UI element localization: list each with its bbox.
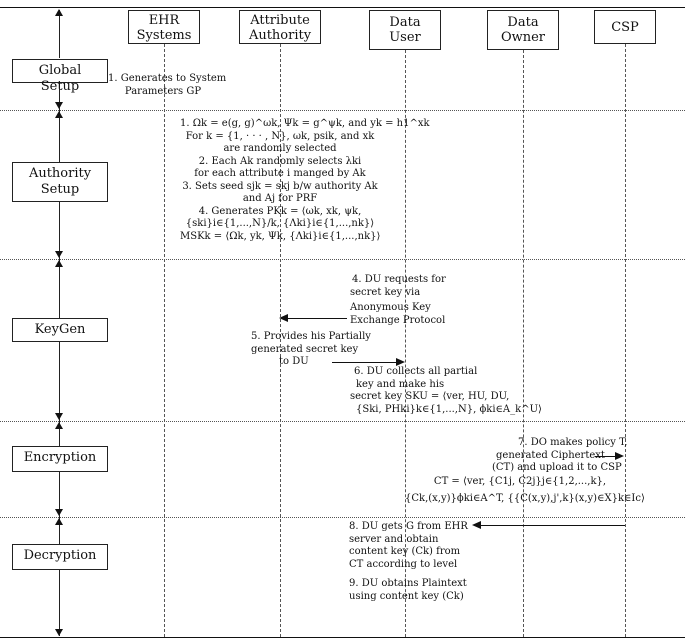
step-line: to DU [279, 356, 309, 367]
phase-separator [0, 110, 685, 111]
step-line: (CT) and upload it to CSP [492, 462, 622, 473]
timeline-axis [59, 570, 60, 636]
step-line: For k = {1, · · · , N}, ωk, psik, and xk [185, 130, 375, 142]
axis-arrow-down [55, 629, 63, 636]
participant-csp: CSP [594, 10, 656, 44]
step-line: generated Ciphertext [496, 449, 605, 461]
arrow-head [396, 358, 405, 366]
participant-data-owner: Data Owner [487, 10, 559, 50]
axis-arrow-down [55, 509, 63, 516]
step-line: Exchange Protocol [350, 314, 446, 326]
arrow-authority-to-du [332, 362, 398, 363]
step-line: 5. Provides his Partially [251, 331, 371, 342]
step-6-text: 6. DU collects all partial key and make … [350, 366, 542, 416]
step-line: 4. Generates PKk = ⟨ωk, xk, ψk, [198, 205, 362, 217]
step-line: Anonymous Key [350, 302, 431, 313]
phase-separator [0, 421, 685, 422]
phase-keygen: KeyGen [12, 318, 108, 342]
step-line: and Aj for PRF [242, 193, 318, 204]
step-5-text: 5. Provides his Partially generated secr… [251, 331, 381, 369]
step-8-text: 8. DU gets G from EHR server and obtain … [349, 521, 479, 571]
arrow-csp-to-du [480, 525, 625, 526]
step-line: 2. Each Ak randomly selects λki [198, 155, 362, 167]
step-line: 7. DO makes policy T, [518, 437, 628, 448]
step-line: are randomly selected [223, 143, 337, 154]
step-7-text: 7. DO makes policy T, generated Cipherte… [492, 437, 642, 475]
timeline-axis [59, 342, 60, 446]
timeline-axis [59, 10, 60, 58]
step-line: 1. Generates to System [108, 73, 227, 84]
timeline-axis [59, 200, 60, 318]
axis-arrow-up [55, 9, 63, 16]
step-line: content key (Ck) from [349, 546, 461, 557]
step-1-text: 1. Generates to System Parameters GP [108, 73, 227, 98]
participant-data-user: Data User [369, 10, 441, 50]
participant-ehr-systems: EHR Systems [128, 10, 200, 44]
step-line: CT = ⟨ver, {C1j, C2j}j∈{1,2,...,k}, [433, 476, 607, 487]
top-border-line [0, 7, 685, 8]
step-line: for each attribute i manged by Ak [194, 168, 366, 179]
phase-global-setup: Global Setup [12, 59, 108, 94]
ciphertext-expression: CT = ⟨ver, {C1j, C2j}j∈{1,2,...,k}, {Ck,… [405, 476, 645, 505]
step-line: key and make his [356, 378, 445, 390]
step-line: Parameters GP [124, 85, 202, 97]
arrow-do-to-csp [595, 456, 617, 457]
step-line: 8. DU gets G from EHR [349, 521, 468, 532]
axis-arrow-down [55, 102, 63, 109]
axis-arrow-up [55, 422, 63, 429]
lifeline-data-user [405, 50, 406, 637]
step-line: {Ck,(x,y)}ϕki∈A^T, {{C(x,y),j',k}(x,y)∈X… [405, 492, 645, 504]
step-line: server and obtain [349, 533, 439, 545]
step-line: 9. DU obtains Plaintext [349, 578, 467, 589]
lifeline-ehr [164, 44, 165, 637]
step-line: 1. Ωk = e(g, g)^ωk, Ψk = g^ψk, and yk = … [180, 118, 430, 129]
axis-arrow-down [55, 251, 63, 258]
step-4-text: 4. DU requests for secret key via Anonym… [350, 274, 460, 327]
lifeline-authority [280, 44, 281, 637]
axis-arrow-up [55, 111, 63, 118]
timeline-axis [59, 82, 60, 182]
lifeline-csp [625, 44, 626, 637]
phase-separator [0, 517, 685, 518]
axis-arrow-down [55, 413, 63, 420]
step-line: secret key via [350, 286, 421, 298]
phase-authority-setup: Authority Setup [12, 162, 108, 202]
step-line: using content key (Ck) [349, 590, 464, 602]
step-line: generated secret key [251, 343, 359, 355]
arrow-head [472, 521, 481, 529]
step-line: 3. Sets seed sjk = skj b/w authority Ak [182, 180, 378, 192]
participant-attribute-authority: Attribute Authority [239, 10, 321, 44]
step-line: MSKk = ⟨Ωk, yk, Ψk, {Λki}i∈{1,...,nk}⟩ [180, 230, 381, 242]
step-line: 4. DU requests for [352, 274, 446, 285]
phase-separator [0, 259, 685, 260]
step-line: secret key SKU = ⟨ver, HU, DU, [350, 391, 510, 402]
axis-arrow-up [55, 518, 63, 525]
arrow-du-to-authority [286, 318, 347, 319]
authority-setup-text: 1. Ωk = e(g, g)^ωk, Ψk = g^ψk, and yk = … [180, 118, 430, 243]
step-line: 6. DU collects all partial [354, 366, 478, 377]
step-line: CT according to level [349, 558, 458, 570]
arrow-head [615, 452, 624, 460]
phase-encryption: Encryption [12, 446, 108, 472]
lifeline-data-owner [523, 50, 524, 637]
timeline-axis [59, 472, 60, 544]
step-line: {Ski, PHki}k∈{1,...,N}, ϕki∈A_k^U⟩ [356, 403, 542, 415]
phase-decryption: Decryption [12, 544, 108, 570]
step-9-text: 9. DU obtains Plaintext using content ke… [349, 578, 479, 603]
axis-arrow-up [55, 260, 63, 267]
step-line: {ski}i∈{1,...,N}/k, {Λki}i∈{1,...,nk}⟩ [185, 218, 375, 229]
arrow-head [279, 314, 288, 322]
bottom-border-line [0, 637, 685, 638]
